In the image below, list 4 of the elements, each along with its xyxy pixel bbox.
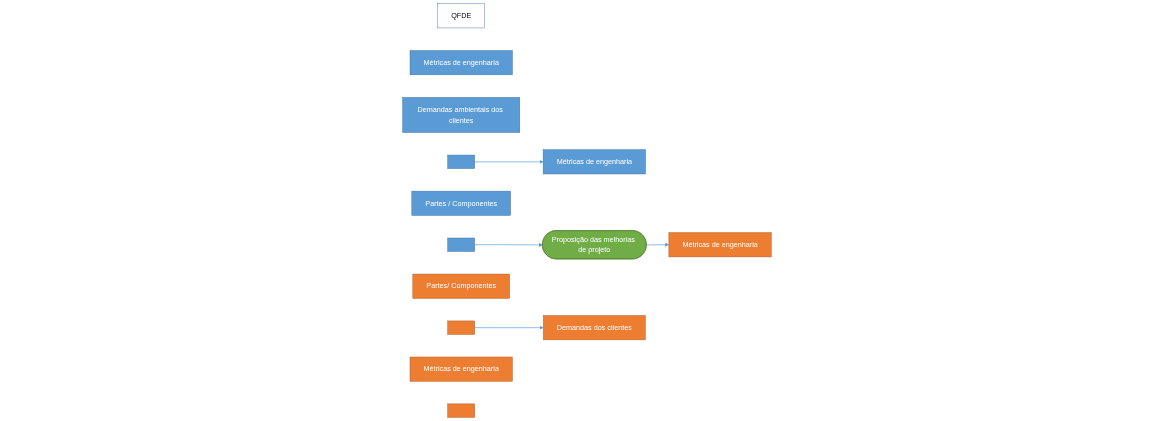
node-box bbox=[447, 154, 475, 169]
node-box bbox=[447, 320, 475, 335]
node-box bbox=[447, 237, 475, 252]
node-box bbox=[447, 403, 475, 418]
